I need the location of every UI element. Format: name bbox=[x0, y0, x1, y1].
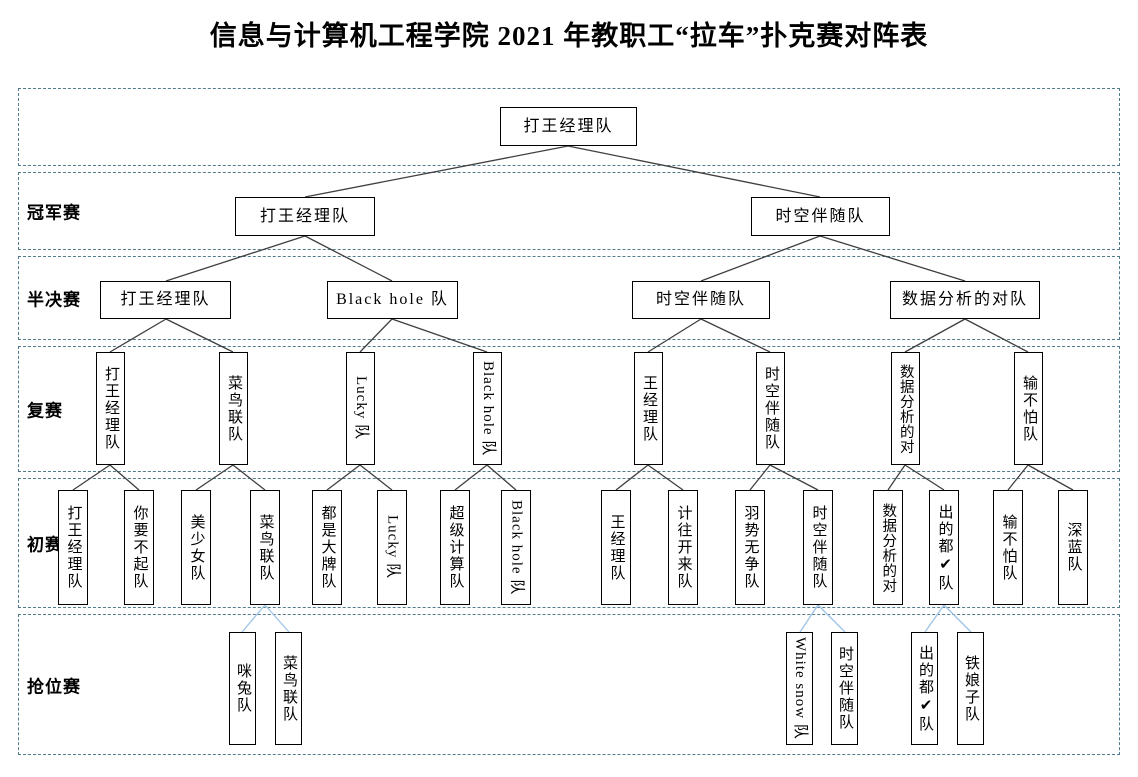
team-box-prelim-13: 数据分析的对 bbox=[873, 490, 903, 605]
team-box-playin-5: 出的都✔队 bbox=[911, 632, 938, 745]
team-box-prelim-5: 都是大牌队 bbox=[312, 490, 342, 605]
team-box-final-left: 打王经理队 bbox=[235, 197, 375, 236]
team-box-prelim-16: 深蓝队 bbox=[1058, 490, 1088, 605]
team-box-second-6: 时空伴随队 bbox=[756, 352, 785, 465]
team-box-prelim-8: Black hole 队 bbox=[501, 490, 531, 605]
team-box-playin-6: 铁娘子队 bbox=[957, 632, 984, 745]
team-box-semi-1: 打王经理队 bbox=[100, 281, 231, 319]
team-box-prelim-4: 菜鸟联队 bbox=[250, 490, 280, 605]
team-box-playin-1: 咪兔队 bbox=[229, 632, 256, 745]
team-box-prelim-10: 计往开来队 bbox=[668, 490, 698, 605]
team-box-second-4: Black hole 队 bbox=[473, 352, 502, 465]
team-box-prelim-15: 输不怕队 bbox=[993, 490, 1023, 605]
row-label-prelim: 初赛 bbox=[27, 535, 63, 555]
row-label-playin: 抢位赛 bbox=[27, 677, 81, 696]
row-label-semi: 半决赛 bbox=[27, 290, 81, 310]
team-box-playin-4: 时空伴随队 bbox=[831, 632, 858, 745]
team-box-second-1: 打王经理队 bbox=[96, 352, 125, 465]
team-box-second-7: 数据分析的对 bbox=[891, 352, 920, 465]
team-box-playin-3: White snow 队 bbox=[786, 632, 813, 745]
team-box-prelim-2: 你要不起队 bbox=[124, 490, 154, 605]
page-title: 信息与计算机工程学院 2021 年教职工“拉车”扑克赛对阵表 bbox=[209, 21, 929, 51]
team-box-prelim-11: 羽势无争队 bbox=[735, 490, 765, 605]
team-box-second-8: 输不怕队 bbox=[1014, 352, 1043, 465]
team-box-prelim-12: 时空伴随队 bbox=[803, 490, 833, 605]
frame-prelim-row: 初赛 bbox=[18, 478, 1120, 608]
frame-second-row: 复赛 bbox=[18, 346, 1120, 472]
team-box-semi-4: 数据分析的对队 bbox=[890, 281, 1040, 319]
team-box-prelim-14: 出的都✔队 bbox=[929, 490, 959, 605]
team-box-final-right: 时空伴随队 bbox=[751, 197, 890, 236]
team-box-semi-2: Black hole 队 bbox=[327, 281, 458, 319]
frame-final-row: 冠军赛 bbox=[18, 172, 1120, 250]
team-box-second-2: 菜鸟联队 bbox=[219, 352, 248, 465]
team-box-playin-2: 菜鸟联队 bbox=[275, 632, 302, 745]
row-label-second: 复赛 bbox=[27, 401, 63, 421]
frame-playin-row: 抢位赛 bbox=[18, 614, 1120, 755]
team-box-second-3: Lucky 队 bbox=[346, 352, 375, 465]
team-box-champion: 打王经理队 bbox=[500, 107, 637, 146]
row-label-final: 冠军赛 bbox=[27, 203, 81, 223]
team-box-semi-3: 时空伴随队 bbox=[632, 281, 770, 319]
team-box-second-5: 王经理队 bbox=[634, 352, 663, 465]
team-box-prelim-6: Lucky 队 bbox=[377, 490, 407, 605]
frame-semi-row: 半决赛 bbox=[18, 256, 1120, 340]
team-box-prelim-9: 王经理队 bbox=[601, 490, 631, 605]
team-box-prelim-3: 美少女队 bbox=[181, 490, 211, 605]
team-box-prelim-7: 超级计算队 bbox=[440, 490, 470, 605]
team-box-prelim-1: 打王经理队 bbox=[58, 490, 88, 605]
